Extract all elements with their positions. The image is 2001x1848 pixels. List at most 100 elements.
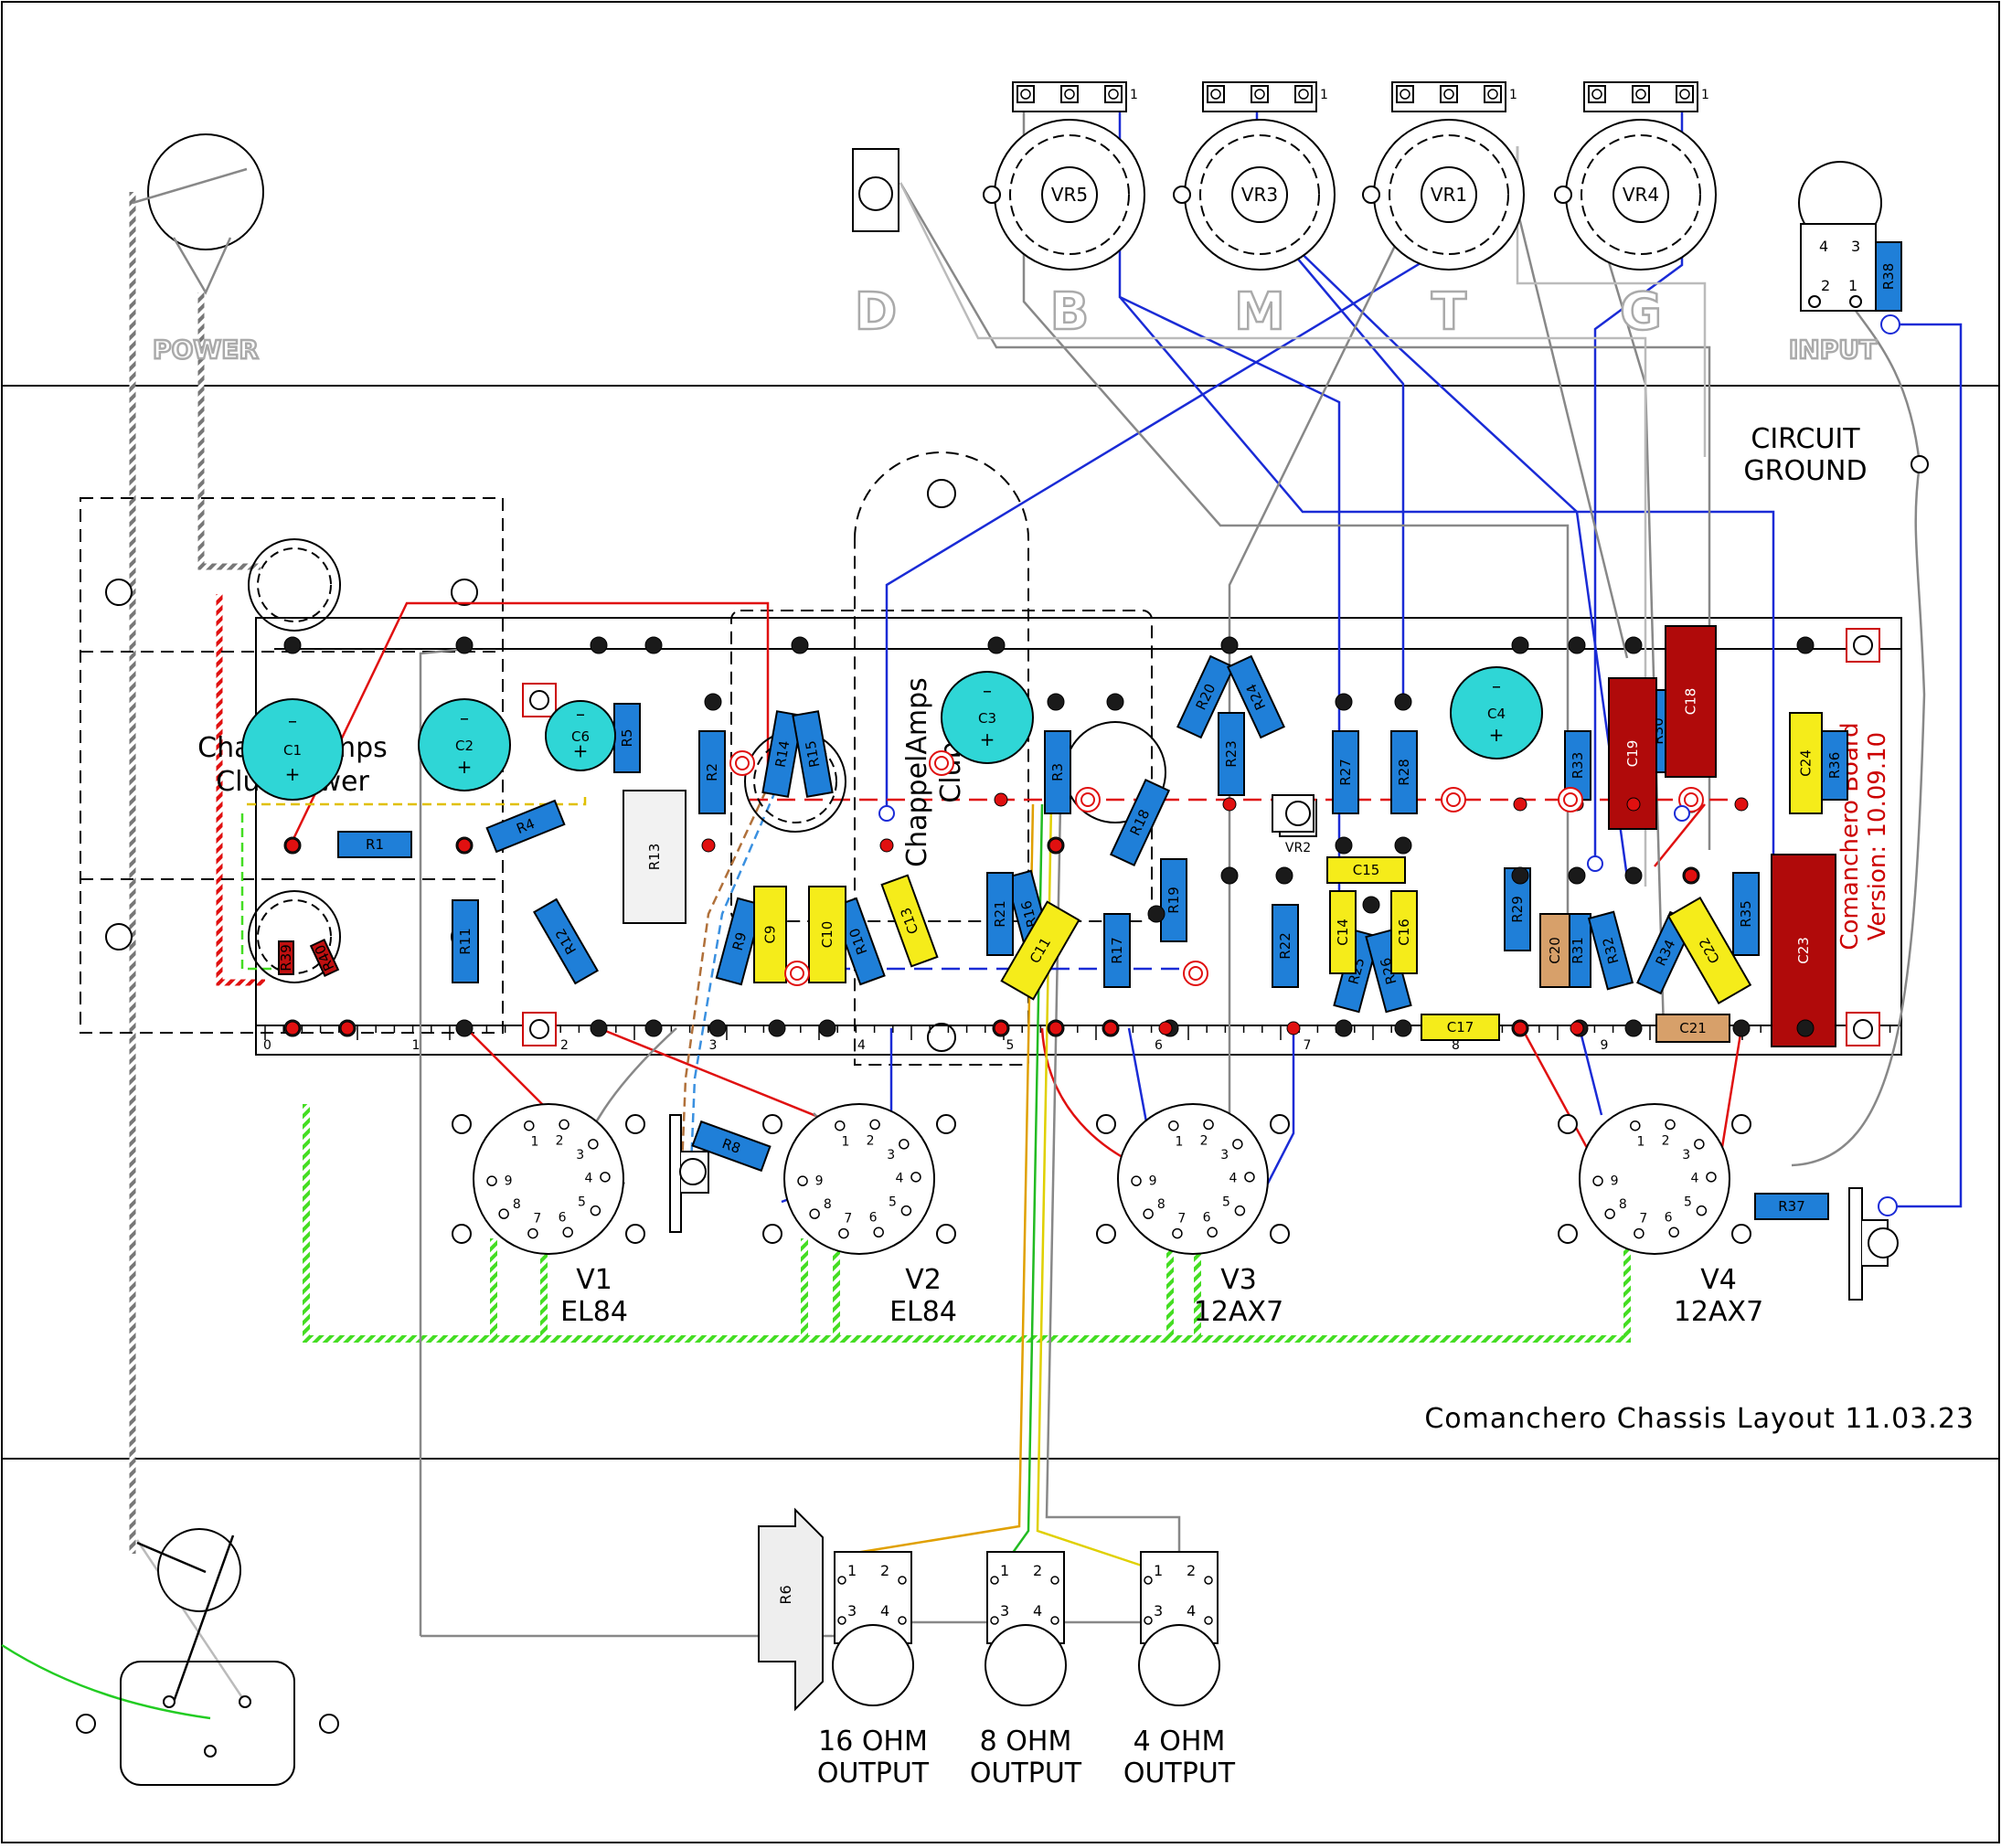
- jack-pin-label: 3: [847, 1602, 857, 1620]
- svg-text:R8: R8: [720, 1135, 743, 1157]
- svg-text:C15: C15: [1353, 862, 1380, 878]
- input-pin-2: 2: [1821, 277, 1830, 294]
- svg-text:4: 4: [1691, 1171, 1699, 1185]
- svg-text:7: 7: [1639, 1211, 1647, 1226]
- pot-letter-b: B: [1050, 282, 1090, 342]
- component-r9: R9: [715, 897, 764, 986]
- ruler-mark: 9: [1601, 1038, 1609, 1053]
- ruler-mark: 2: [560, 1038, 569, 1053]
- jack-pin-label: 2: [880, 1562, 889, 1579]
- svg-text:R2: R2: [704, 763, 720, 781]
- svg-text:+: +: [285, 763, 301, 785]
- svg-text:C10: C10: [819, 921, 836, 949]
- board-version: Version: 10.09.10: [1864, 732, 1891, 940]
- component-c16: C16: [1390, 890, 1418, 974]
- circuit-ground-label-1: CIRCUIT: [1751, 423, 1860, 455]
- svg-text:+: +: [457, 756, 473, 778]
- eyelets: [283, 636, 1815, 1037]
- component-r32: R32: [1587, 910, 1634, 991]
- output-label-line2: OUTPUT: [1123, 1758, 1236, 1790]
- svg-text:6: 6: [869, 1210, 878, 1225]
- jack-pin-label: 1: [847, 1562, 857, 1579]
- svg-text:C9: C9: [762, 925, 779, 943]
- component-r15: R15: [792, 710, 834, 798]
- svg-text:8: 8: [1619, 1197, 1627, 1212]
- component-r12: R12: [533, 897, 599, 985]
- svg-text:–: –: [576, 703, 585, 725]
- svg-text:1: 1: [841, 1135, 849, 1150]
- jack-pin-label: 4: [1033, 1602, 1042, 1620]
- input-label: INPUT: [1789, 335, 1877, 365]
- svg-text:C1: C1: [283, 742, 302, 759]
- svg-text:3: 3: [887, 1148, 895, 1163]
- svg-text:3: 3: [1220, 1148, 1229, 1163]
- ruler-mark: 8: [1452, 1038, 1460, 1053]
- output-label-line1: 4 OHM: [1134, 1726, 1226, 1758]
- ruler-mark: 3: [709, 1038, 718, 1053]
- svg-text:3: 3: [576, 1148, 584, 1163]
- component-c24: C24: [1789, 712, 1823, 814]
- circuit-ground-point: [1911, 455, 1929, 473]
- tube-type-label: EL84: [560, 1296, 628, 1328]
- component-r18: R18: [1109, 778, 1171, 867]
- svg-text:C18: C18: [1683, 688, 1699, 716]
- component-c10: C10: [808, 886, 846, 983]
- input-jack[interactable]: 4 3 2 1: [1798, 161, 1900, 335]
- component-r17: R17: [1103, 913, 1131, 988]
- component-c17: C17: [1421, 1014, 1500, 1041]
- svg-text:C19: C19: [1624, 740, 1641, 768]
- pot-pin-1-label: 1: [1509, 88, 1517, 102]
- output-transformer-outline: [854, 451, 1029, 1066]
- pot-pin-1-label: 1: [1701, 88, 1709, 102]
- input-pin-3: 3: [1851, 238, 1860, 255]
- svg-text:4: 4: [585, 1171, 593, 1185]
- component-r20: R20: [1176, 654, 1235, 739]
- svg-text:2: 2: [556, 1134, 564, 1149]
- svg-text:1: 1: [530, 1135, 538, 1150]
- jack-right[interactable]: [1848, 1187, 1899, 1301]
- component-r39: R39: [278, 940, 294, 975]
- component-c14: C14: [1329, 890, 1357, 974]
- switch-d[interactable]: [852, 148, 899, 232]
- pot-letter-g: G: [1620, 282, 1662, 342]
- svg-text:5: 5: [578, 1195, 586, 1210]
- iec-power-inlet[interactable]: [76, 1528, 339, 1786]
- power-switch[interactable]: [132, 133, 264, 295]
- svg-text:R38: R38: [1880, 263, 1897, 291]
- component-c13: C13: [880, 874, 939, 968]
- jack-pin-label: 1: [1000, 1562, 1009, 1579]
- board-brand-1: ChappelAmps: [901, 677, 933, 867]
- ruler-mark: 1: [412, 1038, 420, 1053]
- board-tube-sockets: [248, 538, 1166, 983]
- svg-text:R15: R15: [803, 739, 824, 769]
- wiring: [1, 91, 1963, 1720]
- svg-text:+: +: [1489, 724, 1505, 746]
- trimmer-vr2[interactable]: VR2: [1272, 794, 1314, 855]
- svg-text:+: +: [980, 728, 995, 750]
- jack-pin-label: 2: [1187, 1562, 1196, 1579]
- jack-v1[interactable]: [669, 1114, 709, 1233]
- jack-pin-label: 4: [1187, 1602, 1196, 1620]
- tube-type-label: 12AX7: [1674, 1296, 1763, 1328]
- svg-text:5: 5: [889, 1195, 897, 1210]
- ht-wiring: [216, 594, 265, 986]
- input-pin-1: 1: [1848, 277, 1857, 294]
- svg-text:–: –: [460, 707, 469, 729]
- output-label-line1: 16 OHM: [818, 1726, 928, 1758]
- svg-text:R5: R5: [619, 729, 635, 748]
- ruler-mark: 0: [263, 1038, 271, 1053]
- input-pin-4: 4: [1819, 238, 1828, 255]
- component-r36: R36: [1821, 730, 1848, 801]
- svg-text:2: 2: [867, 1134, 875, 1149]
